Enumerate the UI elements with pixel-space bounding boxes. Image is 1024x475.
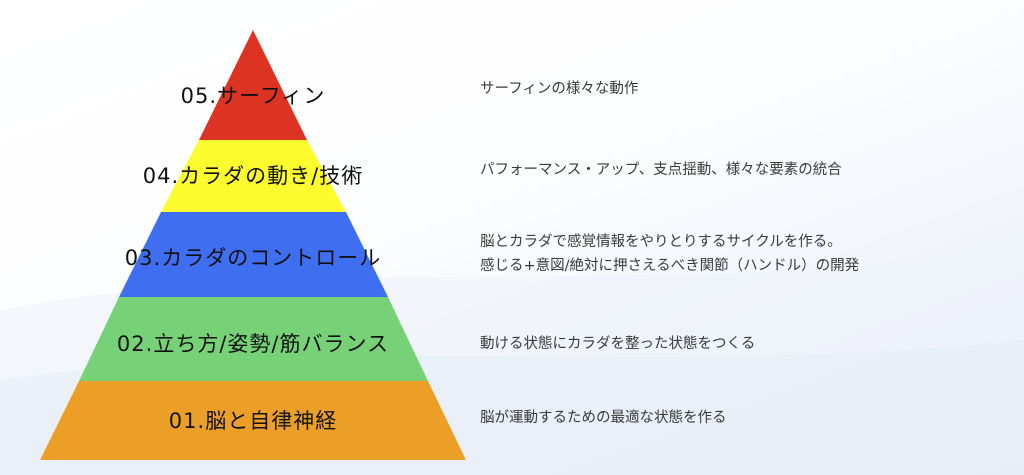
level-01-description: 脳が運動するための最適な状態を作る xyxy=(480,406,727,430)
level-01-description-line: 脳が運動するための最適な状態を作る xyxy=(480,410,727,426)
level-02-description-line: 動ける状態にカラダを整った状態をつくる xyxy=(480,336,756,352)
level-03-description: 脳とカラダで感覚情報をやりとりするサイクルを作る。 感じる+意図/絶対に押さえる… xyxy=(480,230,859,278)
pyramid-level-02 xyxy=(79,297,428,381)
pyramid-level-01 xyxy=(40,381,466,460)
level-04-label: 04.カラダの動き/技術 xyxy=(142,164,364,188)
pyramid-level-03 xyxy=(119,212,388,297)
level-04-description: パフォーマンス・アップ、支点揺動、様々な要素の統合 xyxy=(480,158,842,182)
level-05-description-line: サーフィンの様々な動作 xyxy=(480,81,639,97)
level-05-description: サーフィンの様々な動作 xyxy=(480,77,638,101)
level-02-description: 動ける状態にカラダを整った状態をつくる xyxy=(480,332,755,356)
level-03-label: 03.カラダのコントロール xyxy=(124,246,382,270)
level-01-label: 01.脳と自律神経 xyxy=(168,409,338,433)
level-03-description-line-2: 感じる+意図/絶対に押さえるべき関節（ハンドル）の開発 xyxy=(480,258,860,274)
level-02-label: 02.立ち方/姿勢/筋バランス xyxy=(116,332,390,356)
level-04-description-line: パフォーマンス・アップ、支点揺動、様々な要素の統合 xyxy=(480,162,842,178)
level-05-label: 05.サーフィン xyxy=(180,84,326,108)
pyramid-level-04 xyxy=(161,140,346,212)
level-03-description-line-1: 脳とカラダで感覚情報をやりとりするサイクルを作る。 xyxy=(480,234,842,250)
pyramid-level-05 xyxy=(199,30,307,140)
